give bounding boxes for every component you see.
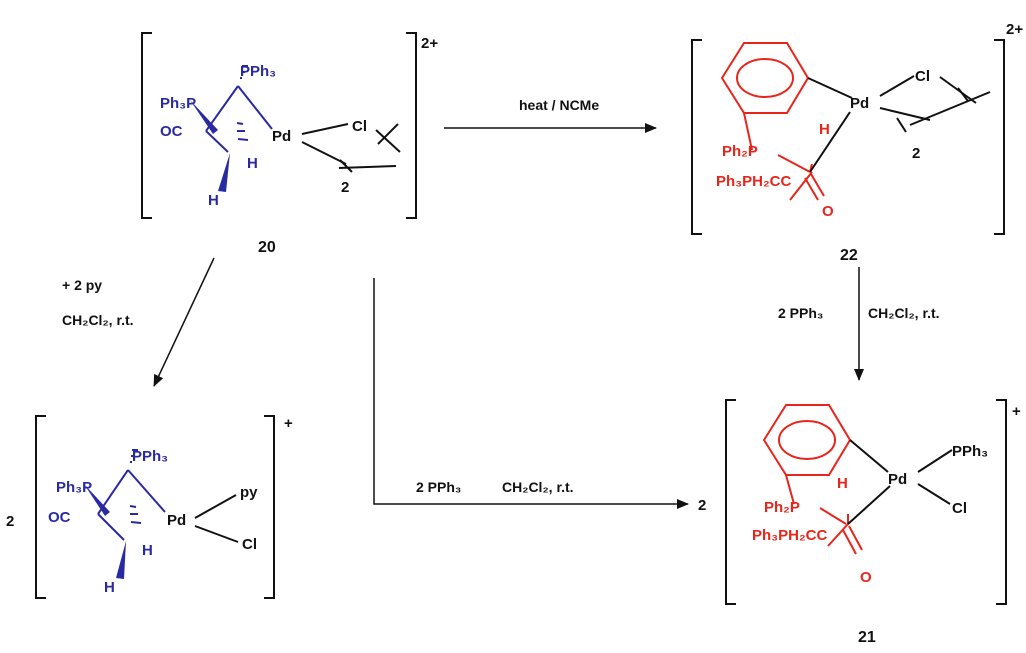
compound-py-adduct: 2 + PPh₃ Ph₃P OC Pd py xyxy=(6,415,293,599)
hash-bond xyxy=(129,449,142,524)
pph3-label: PPh₃ xyxy=(952,443,988,460)
oxygen-label: O xyxy=(860,569,872,586)
bracket-right xyxy=(264,415,275,599)
cl-label: Cl xyxy=(352,118,367,135)
arrow-label-left: 2 PPh₃ xyxy=(416,479,461,495)
ylide-skeleton xyxy=(97,469,166,541)
pd-bonds xyxy=(301,123,401,173)
pd-bonds xyxy=(847,439,953,525)
arrow-label-right: CH₂Cl₂, r.t. xyxy=(502,479,574,495)
ph2p-label: Ph₂P xyxy=(764,499,800,516)
chain-label: Ph₃PH₂CC xyxy=(716,173,791,190)
charge-label: 2+ xyxy=(1006,21,1023,38)
cl-label: Cl xyxy=(952,500,967,517)
chain-label: Ph₃PH₂CC xyxy=(752,527,827,544)
dimer-count: 2 xyxy=(341,179,349,196)
bracket-left xyxy=(35,415,46,599)
cl-label: Cl xyxy=(242,536,257,553)
pd-label: Pd xyxy=(167,512,186,529)
h-label: H xyxy=(208,192,219,209)
arrow-label: heat / NCMe xyxy=(519,97,599,113)
h-label: H xyxy=(104,579,115,596)
bracket-right xyxy=(996,399,1007,605)
compound-22: 2+ H Ph₂P Pd Cl 2 Ph₃PH₂CC O xyxy=(691,21,1023,264)
charge-label: + xyxy=(284,415,293,432)
h-label: H xyxy=(247,155,258,172)
wedge-bond xyxy=(116,541,126,579)
arrow-label-left: 2 PPh₃ xyxy=(778,305,823,321)
pd-bonds xyxy=(807,75,991,173)
ph3p-label: Ph₃P xyxy=(56,479,92,496)
bracket-right xyxy=(994,39,1005,235)
pph3-label: PPh₃ xyxy=(132,448,168,465)
coefficient: 2 xyxy=(698,497,706,514)
py-label: py xyxy=(240,484,258,501)
oxygen-label: O xyxy=(822,203,834,220)
bracket-right xyxy=(406,32,417,219)
bracket-left xyxy=(725,399,736,605)
oc-label: OC xyxy=(48,509,71,526)
cl-label: Cl xyxy=(915,68,930,85)
arrow-label-line1: + 2 py xyxy=(62,277,102,293)
arrow-label-line2: CH₂Cl₂, r.t. xyxy=(62,312,134,328)
charge-label: + xyxy=(1012,403,1021,420)
charge-label: 2+ xyxy=(421,35,438,52)
compound-20: 2+ PPh₃ Ph₃P OC Pd Cl H H xyxy=(141,32,438,256)
metalated-bonds xyxy=(785,474,863,555)
pd-label: Pd xyxy=(272,128,291,145)
wedge-bond xyxy=(190,100,218,134)
pd-bonds xyxy=(194,494,239,543)
benzene-ring xyxy=(720,42,810,114)
wedge-bond xyxy=(218,153,230,192)
ylide-skeleton xyxy=(205,85,273,153)
arrow-heat: heat / NCMe xyxy=(444,97,657,133)
coefficient: 2 xyxy=(6,513,14,530)
arrow-22-to-21: 2 PPh₃ CH₂Cl₂, r.t. xyxy=(778,267,940,381)
compound-number: 22 xyxy=(840,247,858,264)
pph3-label: PPh₃ xyxy=(240,63,276,80)
h-label: H xyxy=(819,121,830,138)
ph3p-label: Ph₃P xyxy=(160,95,196,112)
h-label: H xyxy=(142,542,153,559)
metalated-bonds xyxy=(743,112,825,201)
arrow-20-to-py: + 2 py CH₂Cl₂, r.t. xyxy=(62,257,215,387)
dimer-count: 2 xyxy=(912,145,920,162)
hash-bond xyxy=(236,65,249,141)
pd-label: Pd xyxy=(850,95,869,112)
bracket-left xyxy=(141,32,152,219)
arrow-20-to-21: 2 PPh₃ CH₂Cl₂, r.t. xyxy=(373,278,689,509)
compound-number: 21 xyxy=(858,629,876,646)
ph2p-label: Ph₂P xyxy=(722,143,758,160)
benzene-ring xyxy=(762,404,852,476)
h-label: H xyxy=(837,475,848,492)
pd-label: Pd xyxy=(888,471,907,488)
oc-label: OC xyxy=(160,123,183,140)
compound-number: 20 xyxy=(258,239,276,256)
wedge-bond xyxy=(84,484,110,516)
compound-21: 2 + H Ph₂P Pd PPh₃ Cl P xyxy=(698,399,1021,646)
arrow-label-right: CH₂Cl₂, r.t. xyxy=(868,305,940,321)
bracket-left xyxy=(691,39,702,235)
